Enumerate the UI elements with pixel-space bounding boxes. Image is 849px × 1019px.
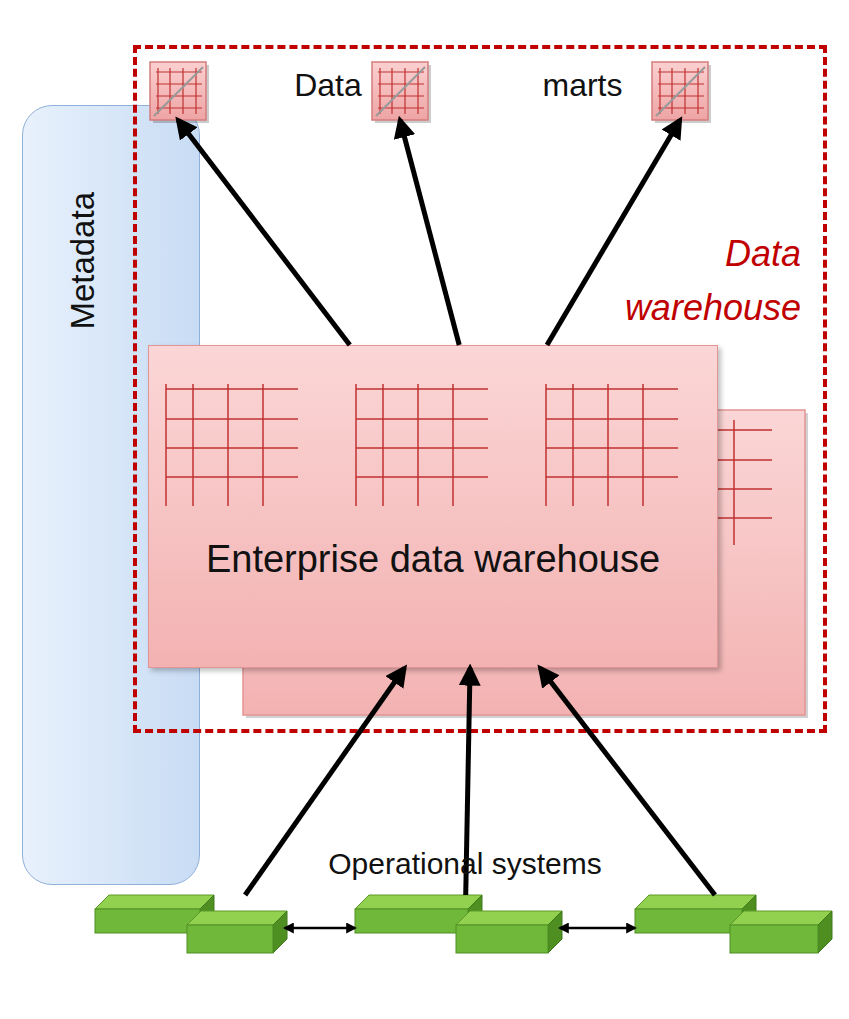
grid-line <box>545 384 547 506</box>
enterprise-warehouse-box: Enterprise data warehouse <box>148 345 718 668</box>
grid-line <box>156 71 202 72</box>
grid-line <box>356 476 488 478</box>
operational-system <box>95 895 285 955</box>
vertical-label: Metadata <box>63 192 103 330</box>
grid-line <box>733 420 735 545</box>
block-side <box>818 911 832 953</box>
block-top <box>187 911 287 925</box>
block-top <box>730 911 832 925</box>
grid-line <box>718 488 772 490</box>
grid-line <box>658 95 704 96</box>
block-front <box>95 909 200 933</box>
grid-line <box>182 68 183 114</box>
grid-line <box>169 68 170 114</box>
grid-line <box>355 384 357 506</box>
grid-line <box>684 68 685 114</box>
block-front <box>456 925 548 953</box>
grid-line <box>718 459 772 461</box>
grid-line <box>378 83 424 84</box>
block-front <box>730 925 818 953</box>
icon-body <box>372 62 428 120</box>
icon-body <box>652 62 708 120</box>
grid-line <box>166 476 298 478</box>
free-label: Data <box>283 66 373 104</box>
connector-arrow <box>400 120 459 345</box>
data-mart-icon <box>150 62 206 120</box>
grid-line <box>546 418 678 420</box>
grid-line <box>546 388 678 390</box>
grid-line <box>157 68 158 114</box>
grid-line <box>452 384 454 506</box>
grid-line <box>378 71 424 72</box>
connector-arrow <box>285 927 355 930</box>
grid-line <box>166 418 298 420</box>
connector-arrow <box>560 927 635 930</box>
grid-line <box>382 384 384 506</box>
data-warehouse-region: Data warehouseEnterprise data warehouse <box>133 45 827 733</box>
grid-line <box>379 68 380 114</box>
grid-line <box>572 384 574 506</box>
node-label: Data warehouse <box>591 227 801 335</box>
server-blocks <box>355 895 570 965</box>
grid-line <box>227 384 229 506</box>
grid-line <box>166 447 298 449</box>
grid-line <box>642 384 644 506</box>
grid-line <box>607 384 609 506</box>
block-side <box>273 911 287 953</box>
connector-arrow <box>178 120 350 345</box>
operational-system <box>355 895 560 955</box>
connector-arrow <box>245 668 404 895</box>
grid-line <box>417 384 419 506</box>
grid-line <box>262 384 264 506</box>
grid-line <box>546 447 678 449</box>
block-side <box>548 911 562 953</box>
grid-line <box>404 68 405 114</box>
block-top <box>355 895 482 909</box>
grid-line <box>718 517 772 519</box>
grid-line <box>546 476 678 478</box>
grid-line <box>671 68 672 114</box>
diagonal-line <box>376 67 425 116</box>
grid-line <box>718 429 772 431</box>
grid-line <box>165 384 167 506</box>
icon-body <box>150 62 206 120</box>
block-front <box>635 909 742 933</box>
connector-arrow <box>466 668 470 895</box>
server-blocks <box>95 895 295 965</box>
node-label: Enterprise data warehouse <box>149 536 717 582</box>
free-label: marts <box>520 66 645 104</box>
grid-line <box>156 83 202 84</box>
grid-line <box>156 95 202 96</box>
block-front <box>355 909 468 933</box>
grid-line <box>658 83 704 84</box>
operational-system <box>635 895 830 955</box>
diagonal-line <box>154 67 203 116</box>
mart-table-icon <box>652 62 708 120</box>
table-grids <box>149 346 719 669</box>
back-table-grid <box>718 420 772 545</box>
grid-line <box>192 384 194 506</box>
grid-line <box>659 68 660 114</box>
block-top <box>456 911 562 925</box>
connector-arrow <box>547 120 680 345</box>
mart-table-icon <box>372 62 428 120</box>
block-front <box>187 925 273 953</box>
grid-line <box>658 71 704 72</box>
grid-line <box>166 388 298 390</box>
block-top <box>635 895 756 909</box>
grid-line <box>356 447 488 449</box>
diagonal-line <box>656 67 705 116</box>
data-mart-icon <box>652 62 708 120</box>
data-mart-icon <box>372 62 428 120</box>
block-top <box>95 895 214 909</box>
grid-line <box>356 418 488 420</box>
connector-arrow <box>540 668 715 895</box>
server-blocks <box>635 895 840 965</box>
mart-table-icon <box>150 62 206 120</box>
grid-line <box>391 68 392 114</box>
grid-line <box>378 95 424 96</box>
free-label: Operational systems <box>255 845 675 883</box>
grid-line <box>356 388 488 390</box>
